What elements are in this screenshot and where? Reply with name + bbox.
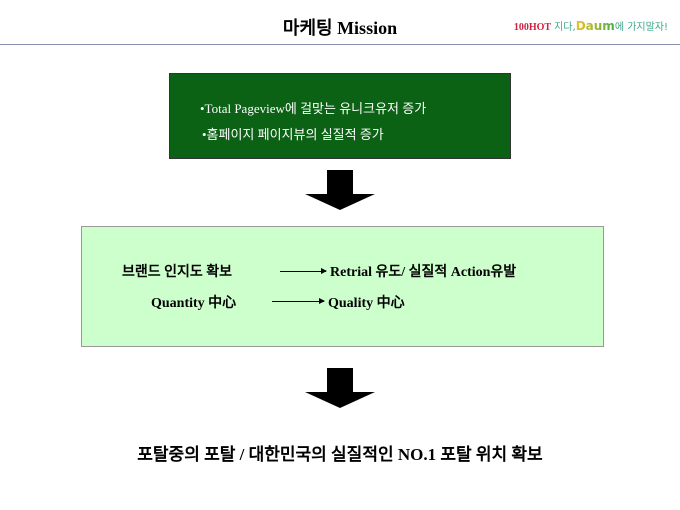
final-goal: 포탈중의 포탈 / 대한민국의 실질적인 NO.1 포탈 위치 확보: [137, 445, 543, 464]
goal-line-2: •홈페이지 페이지뷰의 실질적 증가: [202, 127, 384, 142]
row1-right: Retrial 유도/ 실질적 Action유발: [330, 265, 517, 280]
strategy-box: 브랜드 인지도 확보 Retrial 유도/ 실질적 Action유발 Quan…: [81, 226, 604, 347]
goal-line-1: •Total Pageview에 걸맞는 유니크유저 증가: [200, 101, 427, 116]
row1-left: 브랜드 인지도 확보: [122, 265, 233, 280]
row2-right: Quality 中心: [328, 296, 405, 311]
down-arrow-icon: [305, 368, 375, 408]
brand-logo-100hot: 100HOT: [513, 22, 552, 33]
goal-box: •Total Pageview에 걸맞는 유니크유저 증가 •홈페이지 페이지뷰…: [169, 73, 511, 159]
brand-logo-daum: Daum: [575, 19, 615, 33]
slide-title: 마케팅 Mission: [282, 18, 398, 38]
arrow-right-icon: [280, 268, 327, 274]
slogan-text-1: 지다,: [554, 22, 576, 33]
slogan-text-2: 에 가지말자!: [614, 22, 668, 33]
down-arrow-icon: [305, 170, 375, 210]
arrow-right-icon: [272, 298, 325, 304]
header-divider: [0, 44, 680, 45]
row2-left: Quantity 中心: [151, 296, 237, 311]
